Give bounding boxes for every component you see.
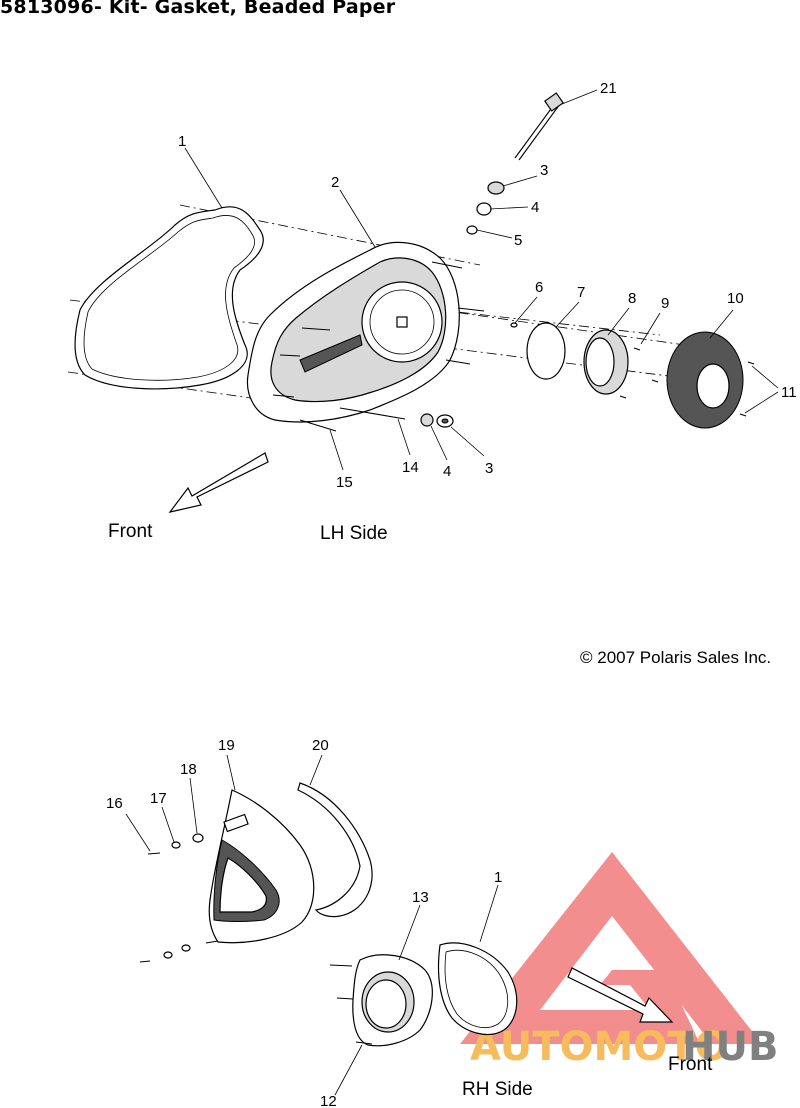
plug-5	[466, 225, 478, 235]
callout-20: 20	[312, 737, 329, 754]
gasket-lh	[74, 206, 264, 390]
callout-3-lower: 3	[485, 460, 493, 477]
callout-7: 7	[577, 284, 585, 301]
callout-5: 5	[514, 232, 522, 249]
front-arrow-rh	[567, 967, 674, 1023]
callout-11: 11	[781, 384, 797, 401]
callout-1: 1	[178, 133, 186, 150]
gasket-rh	[437, 942, 518, 1035]
callout-19: 19	[218, 737, 235, 754]
callout-8: 8	[628, 290, 636, 307]
callout-14: 14	[402, 459, 419, 476]
callout-6: 6	[535, 279, 543, 296]
watermark-word-hub: HUB	[682, 1024, 778, 1070]
callout-2: 2	[331, 174, 339, 191]
callout-15: 15	[336, 474, 353, 491]
callout-18: 18	[180, 761, 197, 778]
leader-lines-lh	[184, 89, 779, 471]
front-arrow-lh	[168, 452, 269, 513]
seal-3-upper	[487, 181, 505, 195]
window-gasket-7	[526, 322, 566, 380]
lh-side-assembly: 1 2 21 3 4 5 6 7 8 9 10 11 15 14 4 3 Fro…	[67, 80, 797, 544]
callout-21: 21	[600, 80, 617, 97]
copyright-notice: © 2007 Polaris Sales Inc.	[580, 648, 772, 667]
cover-bolts-lh	[272, 261, 485, 432]
callout-10: 10	[727, 290, 744, 307]
rh-fasteners	[139, 833, 219, 963]
lh-side-label: LH Side	[320, 523, 388, 544]
callout-1-rh: 1	[494, 869, 502, 886]
shaft-21	[514, 92, 565, 161]
rh-side-assembly: 19 20 18 17 16 13 1 12 Front RH Side	[106, 737, 713, 1108]
watermark-word-automoto: AUTOMOTO	[470, 1024, 729, 1070]
pin-6	[510, 322, 518, 328]
callout-4-lower: 4	[443, 463, 451, 480]
spacer-4-lower	[420, 413, 434, 427]
rh-side-label: RH Side	[462, 1079, 533, 1100]
callout-16: 16	[106, 795, 123, 812]
callout-3-upper: 3	[540, 162, 548, 179]
callout-17: 17	[150, 790, 167, 807]
diagram-title: 5813096- Kit- Gasket, Beaded Paper	[0, 0, 396, 18]
callout-13: 13	[412, 889, 429, 906]
callout-9: 9	[661, 295, 669, 312]
front-label-rh: Front	[668, 1054, 713, 1075]
front-label-lh: Front	[108, 521, 153, 542]
callout-4-upper: 4	[531, 199, 539, 216]
leader-lines-rh	[125, 754, 499, 1096]
automotohub-watermark: AUTOMOTO HUB	[460, 852, 778, 1070]
watermark-logo-icon	[460, 852, 762, 1044]
spacer-4-upper	[476, 202, 492, 216]
rh-outer-gasket	[297, 782, 373, 918]
callout-12: 12	[320, 1093, 337, 1108]
